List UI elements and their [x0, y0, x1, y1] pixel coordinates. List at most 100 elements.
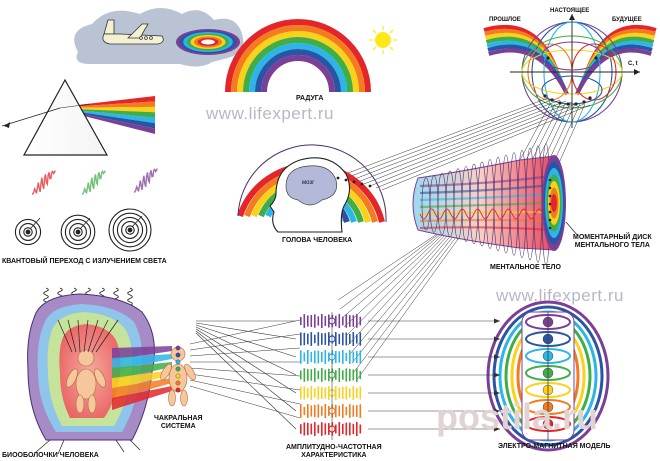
amp-bar: [359, 370, 362, 380]
amp-bar: [307, 350, 309, 364]
projection-line: [337, 231, 441, 301]
chakra-dot: [175, 359, 181, 365]
label-disk-line1: МОМЕНТАРНЫЙ ДИСК: [573, 234, 652, 241]
amplitude-frequency-chart: [300, 312, 362, 440]
amp-bar: [335, 424, 337, 434]
amp-bar: [342, 350, 344, 364]
amp-bar: [307, 388, 309, 398]
projection-line: [341, 227, 449, 319]
mental-body-cone: [412, 143, 579, 265]
projection-line: [355, 213, 477, 382]
amp-bar: [307, 422, 309, 436]
amp-bar: [324, 404, 327, 418]
amp-bar: [359, 424, 362, 434]
amp-bar: [345, 368, 348, 382]
chakra-dot: [175, 373, 181, 379]
amp-bar: [303, 386, 306, 400]
amp-bar: [314, 404, 316, 418]
amp-bar: [356, 422, 358, 436]
bio-arrow-down: [57, 439, 65, 455]
cone-band: [419, 201, 553, 209]
cone-band: [419, 192, 553, 202]
label-bio: БИООБОЛОЧКИ ЧЕЛОВЕКА: [2, 452, 99, 459]
amp-bar: [335, 386, 337, 400]
prism-spectrum-band: [78, 96, 155, 107]
chakra-dot: [175, 345, 181, 351]
amp-bar: [307, 315, 309, 327]
rainbow-band: [237, 31, 359, 93]
projection-line: [343, 225, 453, 328]
projection-line: [339, 229, 445, 310]
amp-bar: [321, 314, 323, 328]
amp-bar: [321, 386, 323, 400]
cone-band: [419, 226, 553, 232]
aura-outline: [237, 144, 387, 223]
cone-band: [419, 183, 553, 195]
label-disk-line2: МЕНТАЛЬНОГО ТЕЛА: [574, 242, 650, 249]
amp-bar: [303, 314, 306, 328]
label-head: ГОЛОВА ЧЕЛОВЕКА: [282, 237, 353, 244]
emission-arrow: [79, 217, 91, 230]
chakra-dot: [175, 352, 181, 358]
projection-line: [345, 98, 555, 179]
prism-spectrum-band: [78, 101, 155, 108]
cone-band: [419, 174, 553, 188]
bio-arrow: [91, 319, 109, 353]
disk-dot: [548, 186, 552, 190]
label-amp-line1: АМПЛИТУДНО-ЧАСТОТНАЯ: [286, 444, 382, 451]
amp-bar: [321, 333, 323, 345]
disk-dot: [548, 202, 552, 206]
amp-bar: [356, 334, 358, 344]
watermark-middle: www.lifexpert.ru: [496, 286, 624, 305]
watermark-top: www.lifexpert.ru: [206, 104, 334, 123]
signal-arrow: [195, 332, 297, 430]
future-arc: [574, 48, 652, 96]
brain-shape: [285, 165, 338, 206]
arrow-head: [494, 390, 500, 396]
bio-arrow-down: [35, 439, 51, 453]
amp-bar: [352, 369, 355, 381]
amp-bar: [303, 332, 306, 346]
amp-bar: [310, 405, 313, 417]
amp-bar: [338, 314, 341, 328]
projection-line: [375, 103, 585, 189]
cone-band: [419, 218, 553, 223]
label-present: НАСТОЯЩЕЕ: [550, 8, 590, 14]
chakra-link-line: [189, 379, 301, 405]
arrow-head: [494, 372, 500, 378]
chakra-link-line: [189, 385, 301, 419]
amp-bar: [317, 404, 320, 418]
chakra-dot: [175, 387, 181, 393]
amp-bar: [342, 316, 344, 326]
amp-bar: [300, 332, 302, 346]
label-rainbow: РАДУГА: [296, 95, 324, 102]
amp-bar: [359, 332, 362, 346]
amp-bar: [324, 350, 327, 364]
amp-bar: [314, 350, 316, 364]
amp-bar: [352, 315, 355, 327]
projection-line: [339, 97, 549, 177]
amp-bar: [307, 369, 309, 381]
amp-bar: [352, 405, 355, 417]
chakra-beam: [112, 386, 172, 410]
amp-bar: [349, 333, 351, 345]
bio-arrow: [67, 319, 77, 353]
amp-bar: [324, 423, 327, 435]
amp-bar: [317, 424, 320, 434]
amp-bar: [349, 315, 351, 327]
amp-bar: [321, 368, 323, 382]
amp-bar: [335, 351, 337, 363]
amp-bar: [300, 370, 302, 380]
airplane-icon: [102, 19, 164, 45]
amp-bar: [314, 334, 316, 344]
disk-dot: [548, 194, 552, 198]
projection-line: [345, 223, 457, 337]
disk-dot: [548, 210, 552, 214]
amp-bar: [338, 422, 341, 436]
bio-arrow: [77, 319, 81, 353]
amp-bar: [345, 406, 348, 416]
amp-bar: [303, 368, 306, 382]
projection-line: [347, 221, 461, 346]
amp-bar: [303, 406, 306, 416]
time-sphere-diagram: [483, 14, 657, 128]
